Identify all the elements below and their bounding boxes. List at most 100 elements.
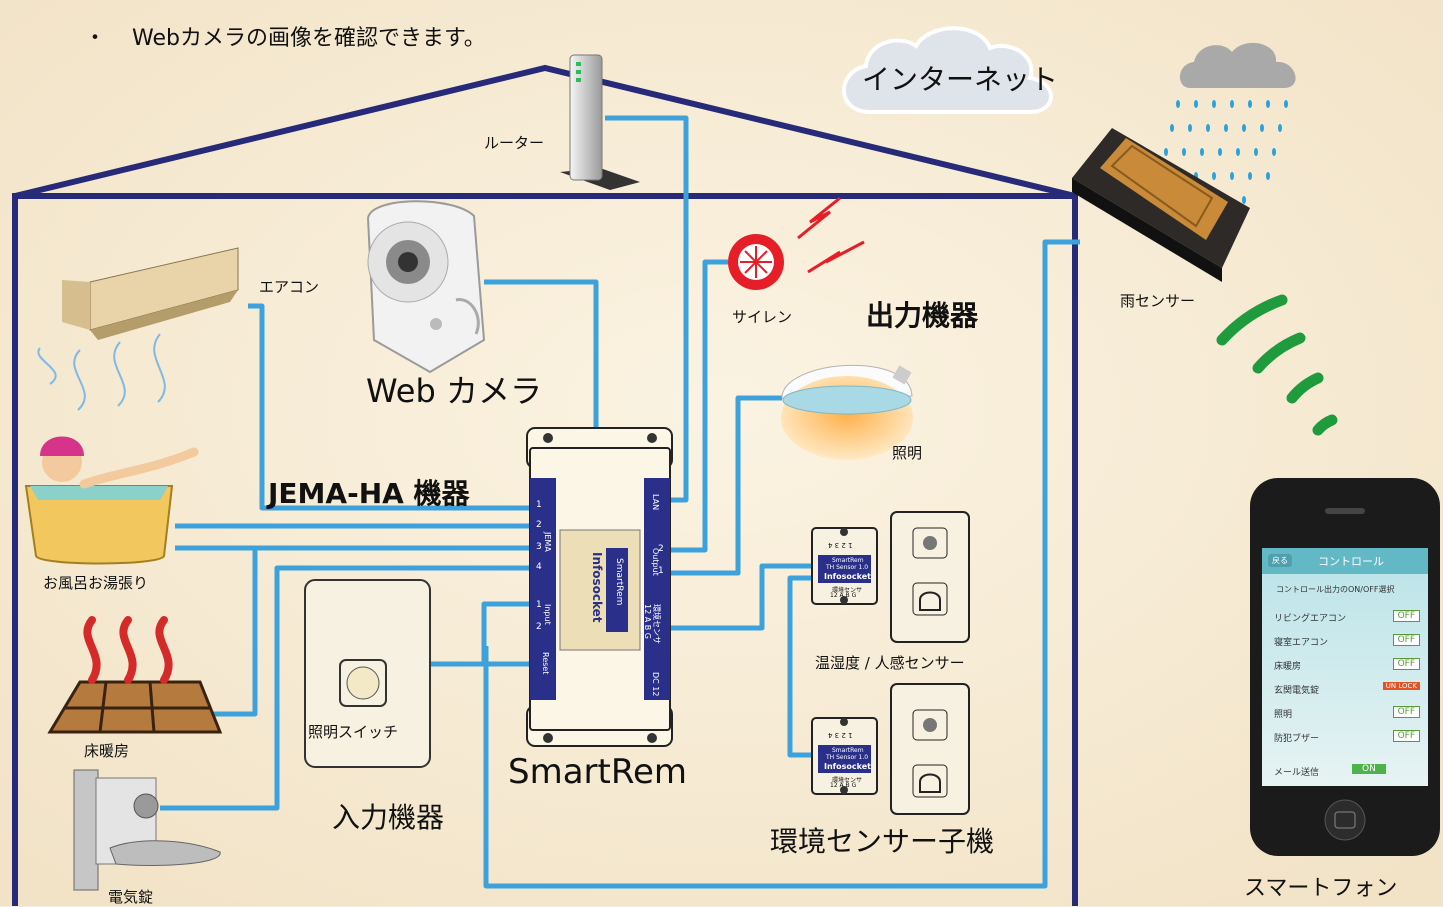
wire-sensor-2 [787, 575, 812, 758]
env-sensor-label: 環境センサー子機 [770, 825, 995, 858]
header-bullet: ・ [84, 26, 107, 51]
sensor-module-pins-1: 12 A B G [830, 592, 857, 599]
sensor-module-top-1: 1 2 3 4 [828, 541, 853, 549]
phone-mail-toggle[interactable]: ON [1352, 764, 1386, 774]
light-label: 照明 [892, 444, 923, 462]
phone-row-toggle[interactable]: OFF [1392, 730, 1420, 742]
device-sensor-pins: 12 A B G [643, 604, 652, 639]
device-dc: DC 12 [651, 672, 660, 697]
device-input-port-2: 2 [536, 622, 542, 632]
e-lock-label: 電気錠 [108, 888, 154, 906]
wifi-signal-icon [1216, 294, 1338, 436]
device-sensor: 環境センサ [652, 604, 661, 644]
electric-lock-icon [73, 769, 221, 891]
output-devices-label: 出力機器 [866, 299, 979, 332]
phone-row-toggle[interactable]: OFF [1392, 658, 1420, 670]
rain-sensor-label: 雨センサー [1120, 292, 1196, 310]
phone-section-title: コントロール出力のON/OFF選択 [1276, 585, 1395, 594]
device-port-3: 3 [536, 542, 542, 552]
bath-icon [24, 436, 199, 565]
device-port-2: 2 [536, 520, 542, 530]
device-jema: JEMA [543, 532, 552, 552]
light-switch-icon [304, 579, 431, 768]
wall-sensor-1 [890, 511, 970, 643]
sensor-module-sub-1: TH Sensor 1.0 [826, 564, 869, 571]
th-sensor-label: 温湿度 / 人感センサー [815, 654, 965, 672]
rain-sensor-icon [1072, 128, 1250, 282]
smartphone-icon [1250, 478, 1440, 856]
phone-row-toggle[interactable]: OFF [1392, 634, 1420, 646]
smartphone-label: スマートフォン [1244, 876, 1398, 901]
floor-heating-label: 床暖房 [84, 742, 130, 760]
smartrem-device [526, 427, 673, 747]
phone-row-toggle[interactable]: OFF [1392, 610, 1420, 622]
sensor-module-brand-2: Infosocket [824, 762, 872, 771]
phone-row-toggle[interactable]: OFF [1392, 706, 1420, 718]
device-reset: Reset [541, 652, 550, 675]
sensor-module-name-2: SmartRem [832, 747, 864, 754]
phone-row-label: 寝室エアコン [1274, 638, 1329, 648]
wire-light [670, 395, 782, 576]
phone-back-button[interactable]: 戻る [1268, 554, 1292, 567]
sensor-module-brand-1: Infosocket [824, 572, 872, 581]
internet-label: インターネット [862, 63, 1059, 96]
phone-row-label: 防犯ブザー [1274, 734, 1320, 744]
sensor-module-pins-label-2: 環境センサ [832, 777, 863, 784]
phone-mail-label: メール送信 [1274, 768, 1320, 778]
siren-label: サイレン [732, 308, 793, 326]
wire-switch [430, 601, 530, 667]
sensor-module-sub-2: TH Sensor 1.0 [826, 754, 869, 761]
th-sensor-module-1 [811, 527, 878, 605]
device-output-port-1: 1 [658, 566, 664, 576]
th-sensor-module-2 [811, 717, 878, 795]
device-port-1: 1 [536, 500, 542, 510]
wire-siren [670, 259, 728, 553]
phone-title: コントロール [1318, 555, 1384, 568]
input-devices-label: 入力機器 [332, 801, 445, 834]
floor-heating-icon [47, 616, 223, 734]
phone-row-label: リビングエアコン [1274, 614, 1347, 624]
phone-row: 寝室エアコン OFF [1270, 632, 1420, 652]
device-port-4: 4 [536, 562, 542, 572]
sensor-module-pins-label-1: 環境センサ [832, 587, 863, 594]
phone-row: リビングエアコン OFF [1270, 608, 1420, 628]
device-brand: Infosocket [590, 552, 604, 623]
aircon-label: エアコン [259, 278, 320, 296]
wire-camera [484, 279, 599, 455]
phone-row-toggle[interactable]: UN LOCK [1382, 682, 1420, 690]
device-model: SmartRem [614, 558, 624, 606]
webcam-label: Web カメラ [366, 372, 542, 410]
device-lan: LAN [651, 494, 660, 511]
air-conditioner-icon [37, 247, 239, 411]
phone-row-label: 照明 [1274, 710, 1293, 720]
router-label: ルーター [484, 134, 545, 152]
sensor-module-top-2: 1 2 3 4 [828, 731, 853, 739]
web-camera-icon [366, 200, 486, 374]
jema-label: JEMA-HA 機器 [268, 477, 470, 510]
wire-elock [160, 565, 530, 811]
wire-router-lan [605, 115, 689, 503]
device-input-port-1: 1 [536, 600, 542, 610]
phone-row: 防犯ブザー OFF [1270, 728, 1420, 748]
device-input: Input [543, 604, 552, 625]
wire-floor-heat-a [175, 545, 258, 717]
wire-aircon [248, 303, 530, 511]
device-output-port-2: 2 [658, 544, 664, 554]
phone-mail-row: メール送信 ON [1270, 762, 1420, 782]
wall-sensor-2 [890, 683, 970, 815]
phone-row-label: 床暖房 [1274, 662, 1302, 672]
phone-row: 玄関電気錠 UN LOCK [1270, 680, 1420, 700]
phone-row: 床暖房 OFF [1270, 656, 1420, 676]
smartrem-label: SmartRem [508, 752, 687, 792]
house-outline [12, 64, 1078, 906]
sensor-module-pins-2: 12 A B G [830, 782, 857, 789]
wire-rain [483, 239, 1080, 889]
phone-row-label: 玄関電気錠 [1274, 686, 1320, 696]
cloud-icon [842, 26, 1053, 114]
siren-icon [728, 196, 865, 290]
light-switch-label: 照明スイッチ [308, 723, 399, 741]
router-icon [560, 54, 640, 190]
sensor-module-name-1: SmartRem [832, 557, 864, 564]
